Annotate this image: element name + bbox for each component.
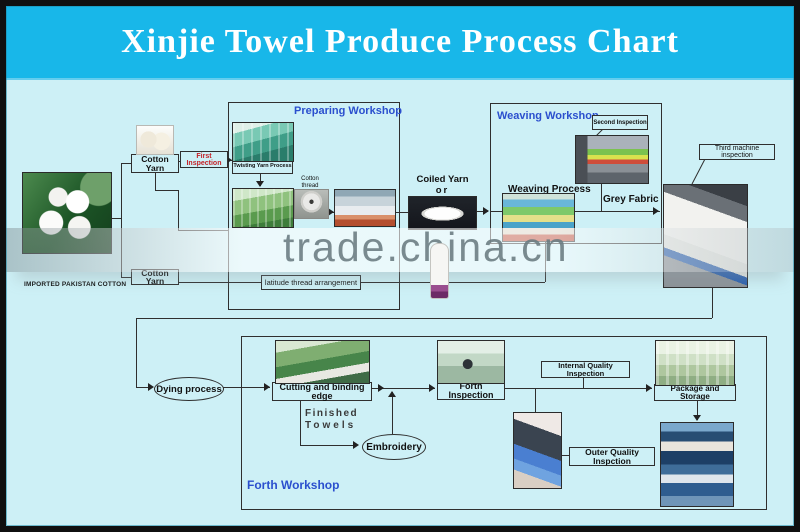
cutting-machine-photo [275, 340, 370, 384]
arrow-icon [693, 415, 701, 421]
node-cutting-and-binding-edge: Cutting and binding edge [272, 382, 372, 401]
label-finished-towels: Finished Towels [305, 408, 358, 431]
connector-line [560, 455, 569, 456]
connector-line [121, 277, 131, 278]
second-inspection-photo [575, 135, 649, 184]
connector-line [712, 286, 713, 318]
connector-line [300, 445, 356, 446]
connector-line [475, 211, 488, 212]
weaving-workshop-title: Weaving Workshop [497, 110, 599, 122]
node-outer-quality-inspection: Outer Quality Inspction [569, 447, 655, 466]
arrow-icon [353, 441, 359, 449]
connector-line [503, 388, 652, 389]
connector-line [121, 163, 122, 277]
connector-line [583, 377, 584, 388]
node-latitude-thread-arrangement: latitude thread arrangement [261, 275, 361, 290]
node-internal-quality-inspection: Internal Quality Inspection [541, 361, 630, 378]
arrow-icon [378, 384, 384, 392]
connector-line [178, 190, 179, 230]
connector-line [110, 218, 121, 219]
node-first-inspection: First Inspection [180, 151, 228, 168]
arrow-icon [256, 181, 264, 187]
arrow-icon [483, 207, 489, 215]
sizing-machine-photo [334, 189, 396, 227]
arrow-icon [653, 207, 659, 215]
warping-machine-photo [232, 188, 294, 228]
label-finished: Finished [305, 408, 359, 419]
connector-line [601, 182, 602, 211]
connector-line [370, 388, 435, 389]
node-package-and-storage: Package and Storage [654, 384, 736, 401]
connector-line [697, 399, 698, 420]
label-grey-fabric: Grey Fabric [603, 194, 659, 205]
node-second-inspection: Second Inspection [592, 115, 648, 130]
connector-line [359, 282, 545, 283]
arrow-icon [328, 208, 334, 216]
watermark-band [6, 228, 794, 272]
label-weaving-process: Weaving Process [508, 184, 591, 195]
connector-line [300, 399, 301, 445]
node-forth-inspection: Forth Inspection [437, 382, 505, 400]
connector-line [136, 318, 712, 319]
connector-line [177, 282, 261, 283]
forth-workshop-title: Forth Workshop [247, 478, 340, 492]
twisting-machine-photo [232, 122, 294, 162]
node-cotton-yarn-top: Cotton Yarn [131, 154, 179, 173]
arrow-icon [646, 384, 652, 392]
arrow-icon [264, 383, 270, 391]
forth-workshop-box [241, 336, 767, 510]
node-embroidery: Embroidery [362, 434, 426, 460]
connector-line [136, 318, 137, 387]
label-coiled-yarn-line1: Coiled Yarn [416, 174, 469, 185]
node-twisting-yarn-process: Twisting Yarn Process [232, 160, 293, 174]
header-band: Xinjie Towel Produce Process Chart [6, 6, 794, 80]
callout-line [691, 158, 706, 185]
arrow-icon [226, 156, 232, 164]
label-cotton-thread: Cotton thread [301, 176, 319, 189]
ship-plane-photo [660, 422, 734, 507]
connector-line [136, 387, 152, 388]
yarn-spools-photo [136, 125, 174, 155]
forth-inspection-photo [437, 340, 505, 384]
connector-line [222, 387, 270, 388]
connector-line [392, 392, 393, 434]
watermark-text: trade.china.cn [283, 224, 569, 270]
bobbin-photo [430, 243, 449, 299]
connector-line [260, 172, 261, 186]
page-title: Xinjie Towel Produce Process Chart [121, 23, 679, 60]
warehouse-photo [655, 340, 735, 386]
preparing-workshop-box [228, 102, 400, 310]
connector-line [155, 190, 178, 191]
arrow-icon [429, 384, 435, 392]
node-third-machine-inspection: Third machine inspection [699, 144, 775, 160]
thread-spool-photo [294, 189, 329, 219]
connector-line [394, 212, 408, 213]
label-imported-pakistan-cotton: IMPORTED PAKISTAN COTTON [24, 281, 127, 288]
connector-line [155, 172, 156, 190]
connector-line [490, 211, 502, 212]
preparing-workshop-title: Preparing Workshop [294, 105, 402, 117]
connector-line [121, 163, 131, 164]
arrow-icon [148, 383, 154, 391]
towel-press-photo [513, 412, 562, 489]
label-towels: Towels [305, 419, 357, 431]
node-dying-process: Dying process [154, 377, 224, 401]
arrow-icon [388, 391, 396, 397]
connector-line [535, 388, 536, 412]
connector-line [573, 211, 660, 212]
